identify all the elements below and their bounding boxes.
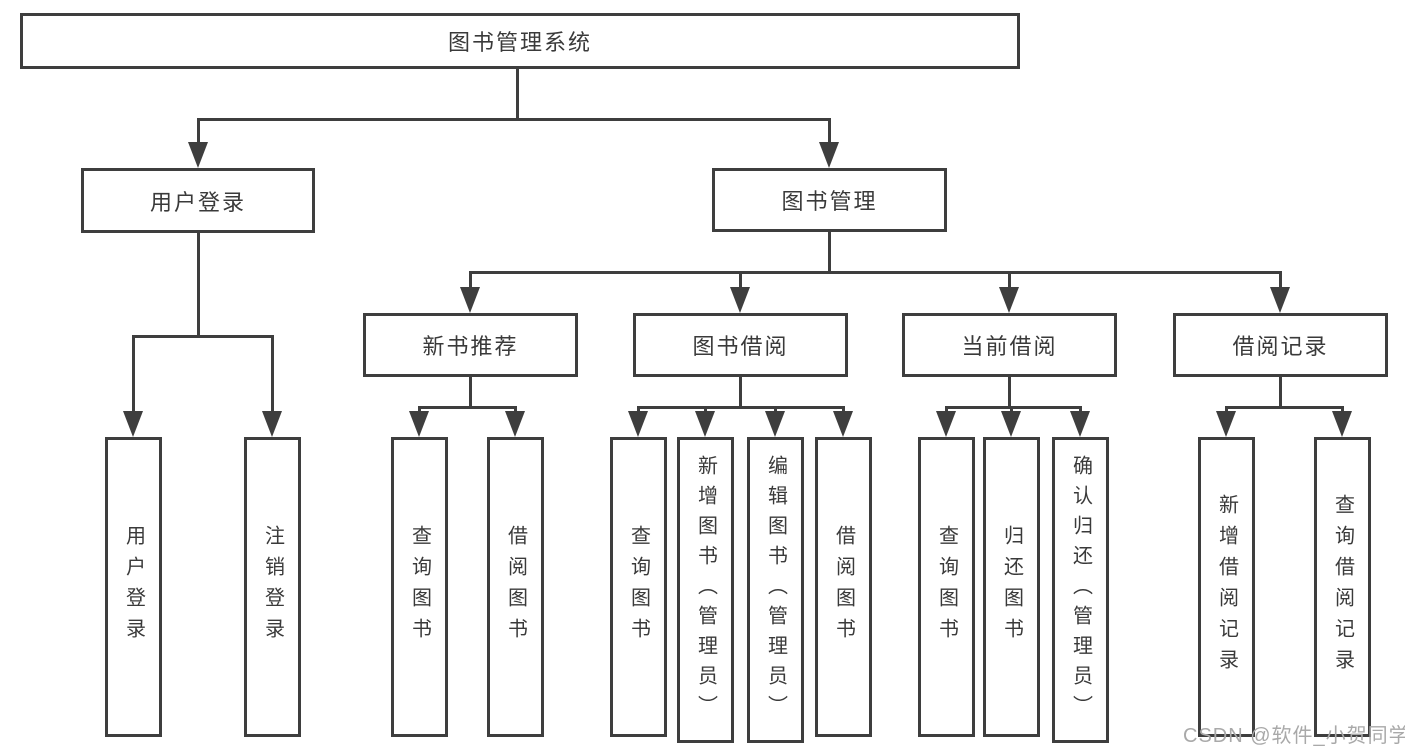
arrow-down-icon [188, 142, 208, 168]
connector-drop-borrow-records [1279, 271, 1282, 290]
arrow-down-icon [999, 287, 1019, 313]
connector-drop-leaf [1010, 406, 1013, 414]
node-book-management: 图书管理 [712, 168, 947, 232]
leaf-query-books-3: 查询图书 [918, 437, 975, 737]
connector-book-mgmt-stem [828, 232, 831, 274]
leaf-query-borrow-record: 查询借阅记录 [1314, 437, 1371, 737]
connector-drop-book-mgmt [828, 118, 831, 145]
connector-drop-leaf [637, 406, 640, 414]
connector-book-borrow-stem [739, 377, 742, 408]
connector-drop-leaf [418, 406, 421, 414]
connector-drop-user-login [197, 118, 200, 145]
node-borrow-records: 借阅记录 [1173, 313, 1388, 377]
connector-root-stem [516, 68, 519, 121]
arrow-down-icon [819, 142, 839, 168]
connector-user-login-branch [132, 335, 274, 338]
connector-book-mgmt-branch [469, 271, 1282, 274]
node-library-system: 图书管理系统 [20, 13, 1020, 69]
node-new-book-recommend: 新书推荐 [363, 313, 578, 377]
arrow-down-icon [123, 411, 143, 437]
leaf-add-books-admin: 新增图书（管理员） [677, 437, 734, 743]
arrow-down-icon [730, 287, 750, 313]
node-user-login: 用户登录 [81, 168, 315, 233]
connector-new-book-rec-stem [469, 377, 472, 408]
arrow-down-icon [1270, 287, 1290, 313]
connector-drop-leaf [132, 335, 135, 414]
arrow-down-icon [695, 411, 715, 437]
arrow-down-icon [1216, 411, 1236, 437]
arrow-down-icon [765, 411, 785, 437]
connector-borrow-records-branch [1225, 406, 1344, 409]
watermark: CSDN @软件_小贺同学 [1183, 725, 1405, 747]
connector-drop-current-borrow [1008, 271, 1011, 290]
connector-borrow-records-stem [1279, 377, 1282, 408]
arrow-down-icon [1070, 411, 1090, 437]
connector-drop-leaf [271, 335, 274, 414]
leaf-add-borrow-record: 新增借阅记录 [1198, 437, 1255, 737]
connector-new-book-rec-branch [418, 406, 517, 409]
connector-drop-book-borrow [739, 271, 742, 290]
connector-root-branch [197, 118, 831, 121]
leaf-user-login: 用户登录 [105, 437, 162, 737]
arrow-down-icon [1332, 411, 1352, 437]
arrow-down-icon [936, 411, 956, 437]
leaf-edit-books-admin: 编辑图书（管理员） [747, 437, 804, 743]
connector-drop-leaf [1341, 406, 1344, 414]
arrow-down-icon [628, 411, 648, 437]
arrow-down-icon [409, 411, 429, 437]
leaf-query-books: 查询图书 [391, 437, 448, 737]
connector-drop-leaf [1225, 406, 1228, 414]
leaf-borrow-books-2: 借阅图书 [815, 437, 872, 737]
connector-drop-leaf [514, 406, 517, 414]
node-current-borrowing: 当前借阅 [902, 313, 1117, 377]
arrow-down-icon [460, 287, 480, 313]
arrow-down-icon [1001, 411, 1021, 437]
leaf-confirm-return-admin: 确认归还（管理员） [1052, 437, 1109, 743]
connector-drop-leaf [1079, 406, 1082, 414]
node-book-borrowing: 图书借阅 [633, 313, 848, 377]
connector-drop-leaf [774, 406, 777, 414]
leaf-query-books-2: 查询图书 [610, 437, 667, 737]
connector-current-borrow-branch [945, 406, 1082, 409]
connector-drop-new-book-rec [469, 271, 472, 290]
connector-current-borrow-stem [1008, 377, 1011, 408]
leaf-return-books: 归还图书 [983, 437, 1040, 737]
arrow-down-icon [833, 411, 853, 437]
leaf-borrow-books: 借阅图书 [487, 437, 544, 737]
connector-drop-leaf [704, 406, 707, 414]
connector-drop-leaf [945, 406, 948, 414]
connector-user-login-stem [197, 233, 200, 337]
leaf-logout: 注销登录 [244, 437, 301, 737]
arrow-down-icon [505, 411, 525, 437]
connector-drop-leaf [842, 406, 845, 414]
connector-book-borrow-branch [637, 406, 845, 409]
arrow-down-icon [262, 411, 282, 437]
